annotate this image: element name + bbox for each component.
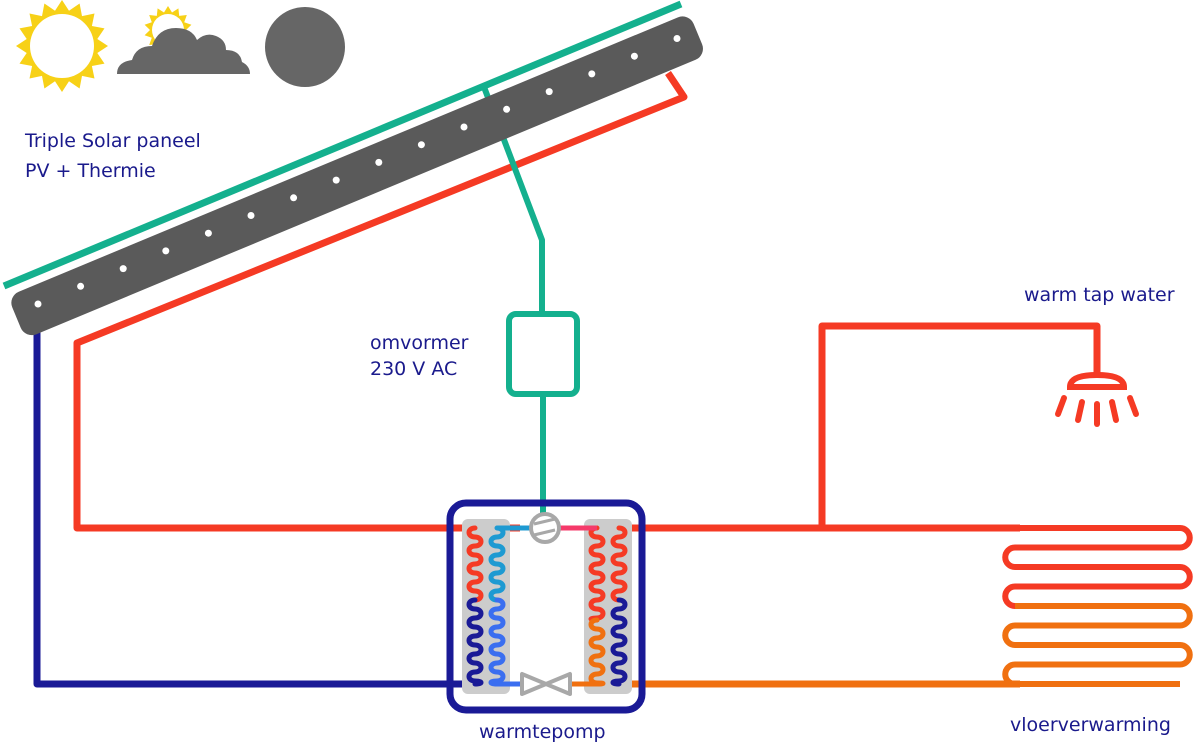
overcast-circle-icon <box>265 7 345 87</box>
panel-label: Triple Solar paneel PV + Thermie <box>25 128 201 184</box>
floor-coil-loop <box>1002 661 1180 687</box>
cloud-icon <box>117 28 250 74</box>
heat-pump-housing <box>446 499 646 714</box>
shower-icon <box>1055 371 1139 427</box>
floor-coil-loop <box>1015 642 1193 668</box>
evap-solar-cold-coil <box>466 597 484 687</box>
panel-dot <box>630 52 638 60</box>
inverter-label: omvormer 230 V AC <box>370 330 469 382</box>
solar-panel <box>11 16 703 336</box>
panel-dot <box>204 229 212 237</box>
panel-dot <box>460 123 468 131</box>
cond-refrigerant-warm-coil <box>588 617 606 687</box>
floor-coil-loop <box>1002 622 1180 648</box>
compressor-icon <box>529 512 561 544</box>
panel-dot <box>162 247 170 255</box>
panel-dot <box>290 194 298 202</box>
expansion-valve-icon <box>520 672 572 696</box>
cond-refrigerant-hot-coil <box>588 525 606 623</box>
evap-refrigerant-coil-upper <box>488 525 506 603</box>
panel-dot <box>588 70 596 78</box>
panel-dot <box>545 88 553 96</box>
panel-label-line1: Triple Solar paneel <box>25 130 201 152</box>
heat-pump-label: warmtepomp <box>479 721 606 743</box>
panel-dot <box>119 265 127 273</box>
panel-dot <box>503 105 511 113</box>
cond-water-hot-coil <box>610 525 628 603</box>
panel-dot <box>332 176 340 184</box>
hot-pipe-panel-to-heatpump <box>73 71 688 532</box>
panel-dot <box>77 282 85 290</box>
hot-tap-water-pipe <box>818 322 1101 528</box>
panel-dot <box>247 212 255 219</box>
floor-coil-loop <box>1002 544 1180 570</box>
panel-dots <box>34 35 681 308</box>
evap-solar-hot-coil <box>466 525 484 603</box>
panel-dot <box>34 300 42 308</box>
partly-cloudy-icon <box>117 6 250 74</box>
panel-label-line2: PV + Thermie <box>25 160 156 182</box>
floor-coil-loop <box>1015 603 1193 629</box>
inverter-label-line2: 230 V AC <box>370 358 458 380</box>
panel-dot <box>375 158 383 166</box>
inverter-label-line1: omvormer <box>370 332 469 354</box>
floor-coil-loop <box>1015 525 1193 551</box>
sun-center <box>30 14 94 78</box>
inverter-box <box>506 311 580 397</box>
floor-heating-label: vloerverwarming <box>1010 714 1171 736</box>
pv-cable-line <box>2 0 683 290</box>
panel-dot <box>417 141 425 149</box>
sun-icon <box>16 0 108 92</box>
cond-water-cold-coil <box>610 597 628 687</box>
cold-pipe-return-to-panel <box>33 328 475 688</box>
evap-refrigerant-coil-lower <box>488 597 506 687</box>
floor-coil-loop <box>1015 564 1193 590</box>
floor-heating-coil <box>1002 525 1193 687</box>
floor-coil-loop <box>1002 583 1180 609</box>
panel-dot <box>673 35 681 42</box>
tap-water-label: warm tap water <box>1024 284 1175 306</box>
heat-exchanger-coils <box>466 525 628 687</box>
